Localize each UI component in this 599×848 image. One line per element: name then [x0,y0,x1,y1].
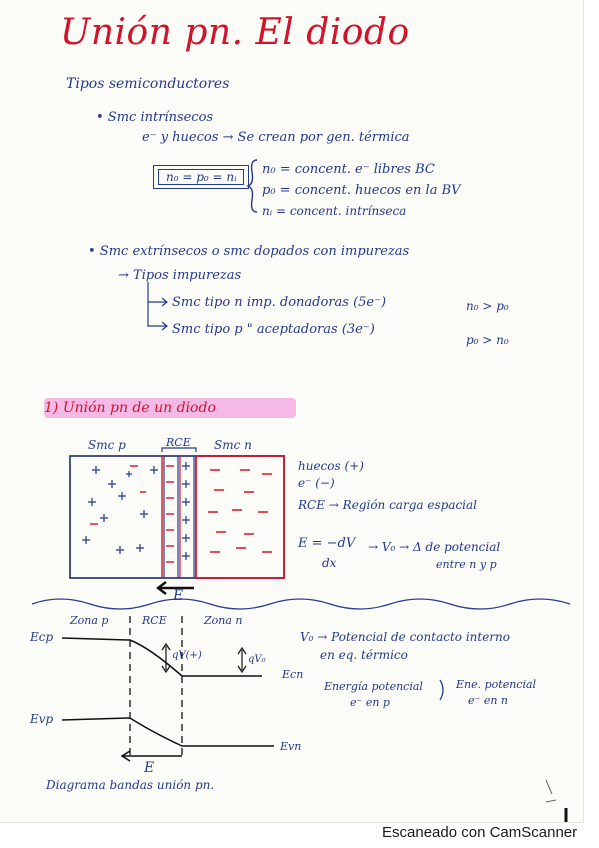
label-smc-p: Smc p [88,438,126,452]
label-qv0: qV₀ [248,654,266,665]
zona-p: Zona p [70,614,109,627]
electrons-n-region [208,469,272,553]
def-p0: p₀ = concent. huecos en la BV [262,183,461,198]
formula-note-2: entre n y p [436,558,497,571]
bullet-extrinsecos: • Smc extrínsecos o smc dopados con impu… [88,244,410,259]
legend-rce: RCE → Región carga espacial [298,498,477,512]
note-energy-2: e⁻ en p [350,696,390,709]
holes-p-region [82,466,158,554]
smc-tipo-n: Smc tipo n imp. donadoras (5e⁻) [172,295,387,310]
rel-p0-n0: p₀ > n₀ [466,333,509,347]
legend-huecos: huecos (+) [298,459,364,473]
label-evp: Evp [30,712,54,726]
formula-field-top: E = −dV [298,536,356,551]
label-ecn: Ecn [282,668,304,681]
highlighter-mark [44,398,296,418]
equation-box-inner [158,169,244,185]
tipos-impurezas: → Tipos impurezas [118,268,242,283]
brace [245,159,258,213]
label-evn: Evn [280,740,302,753]
note-energy-3: Ene. potencial [456,678,537,691]
conduction-band [61,637,262,677]
note-energy-1: Energía potencial [324,680,423,693]
equation-box [153,165,249,189]
zona-n: Zona n [204,614,243,627]
wavy-divider [31,598,571,610]
heading-union: 1) Unión pn de un diodo [44,400,216,416]
legend-electrones: e⁻ (−) [298,476,335,490]
formula-field-bottom: dx [322,556,337,570]
rce-brace [161,447,197,452]
n-region-outline [195,455,285,579]
bullet-intrinsecos: • Smc intrínsecos [96,110,214,125]
smc-tipo-p: Smc tipo p " aceptadoras (3e⁻) [172,322,375,337]
def-ni: nᵢ = concent. intrínseca [262,204,407,218]
def-n0: n₀ = concent. e⁻ libres BC [262,162,435,177]
formula-note-1: → V₀ → Δ de potencial [368,540,501,554]
label-smc-n: Smc n [214,438,252,452]
note-v0-2: en eq. térmico [320,648,408,662]
equation-intrinsic: n₀ = p₀ = nᵢ [166,170,237,184]
rce-positive-charges [182,462,190,560]
label-rce: RCE [166,436,191,449]
zona-rce: RCE [142,614,167,627]
valence-band [61,717,274,747]
heading-tipos: Tipos semiconductores [66,76,230,92]
label-ecp: Ecp [30,630,54,644]
note-energy-4: e⁻ en n [468,694,508,707]
scanner-watermark: Escaneado con CamScanner [382,824,578,841]
caption-bandas: Diagrama bandas unión pn. [46,778,215,792]
page-title: Unión pn. El diodo [60,12,410,53]
note-v0-1: V₀ → Potencial de contacto interno [300,630,510,644]
line-gen-termica: e⁻ y huecos → Se crean por gen. térmica [142,130,410,145]
field-label-bands: E [144,760,155,776]
branch-arrow-p [147,282,166,327]
field-label-e: E [173,588,184,604]
semiconductor-block [69,455,285,579]
rce-negative-charges [166,465,174,563]
label-qv: qV(+) [172,650,202,661]
rel-n0-p0: n₀ > p₀ [466,299,509,313]
